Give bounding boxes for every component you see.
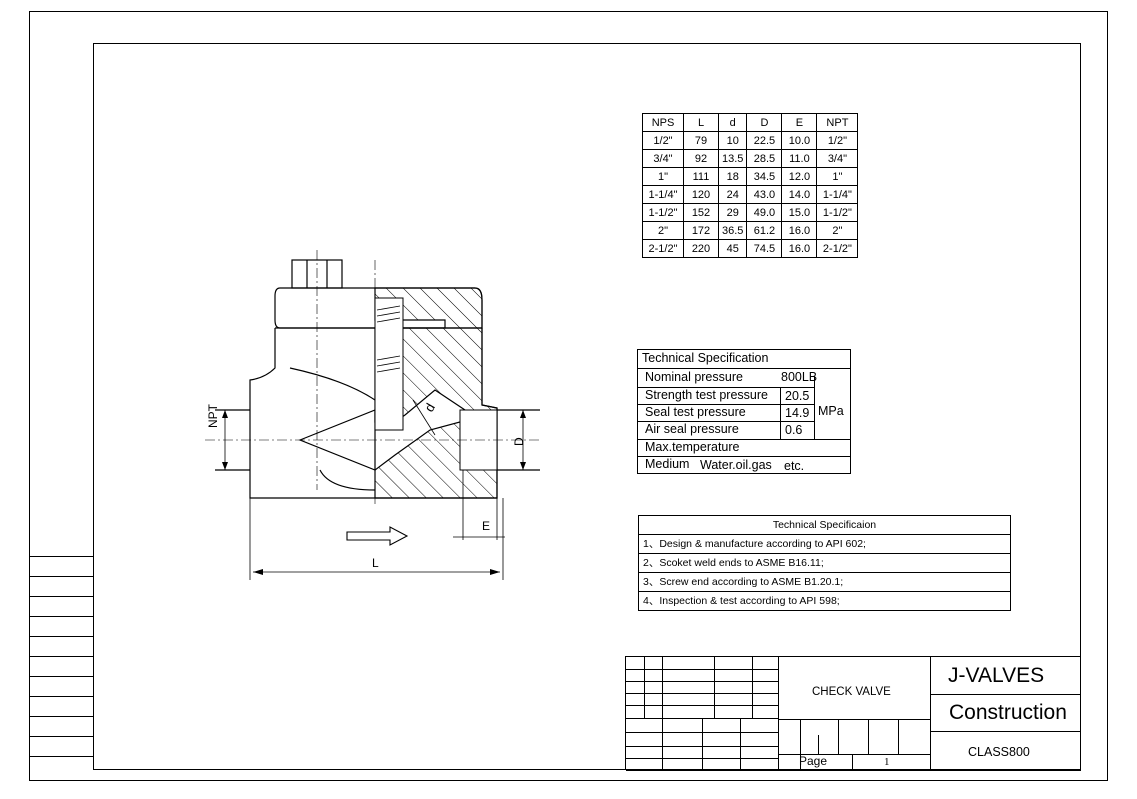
list-item: 1、Design & manufacture according to API …: [639, 535, 1010, 554]
strength-test-value: 20.5: [785, 389, 810, 403]
npt-label: NPT: [206, 404, 220, 428]
tech-spec-title: Technical Specification: [642, 351, 769, 365]
table-cell: 111: [683, 167, 719, 186]
flow-arrow-icon: [346, 526, 409, 546]
table-cell: 1/2": [642, 131, 684, 150]
table-cell: 220: [683, 239, 719, 258]
pressure-unit: MPa: [818, 404, 844, 418]
table-header: D: [746, 113, 783, 132]
table-cell: 1/2": [816, 131, 859, 150]
table-header: NPT: [816, 113, 859, 132]
table-cell: 16.0: [781, 221, 818, 240]
medium-label: Medium: [645, 457, 690, 471]
spec-row-nominal: Nominal pressure 800LB: [638, 369, 850, 388]
table-cell: 1-1/2": [816, 203, 859, 222]
table-cell: 45: [717, 239, 748, 258]
table-cell: 2": [642, 221, 684, 240]
list-item: 3、Screw end according to ASME B1.20.1;: [639, 573, 1010, 592]
outer-frame: [29, 11, 1108, 781]
table-cell: 11.0: [781, 149, 818, 168]
table-cell: 34.5: [746, 167, 783, 186]
seal-test-label: Seal test pressure: [645, 405, 746, 419]
table-cell: 172: [683, 221, 719, 240]
table-cell: 1": [816, 167, 859, 186]
table-header: d: [717, 113, 748, 132]
table-cell: 2-1/2": [816, 239, 859, 258]
table-cell: 79: [683, 131, 719, 150]
table-cell: 22.5: [746, 131, 783, 150]
table-cell: 120: [683, 185, 719, 204]
pressure-class: CLASS800: [968, 745, 1030, 759]
table-cell: 15.0: [781, 203, 818, 222]
table-cell: 3/4": [642, 149, 684, 168]
table-cell: 29: [717, 203, 748, 222]
tech-spec-title-row: Technical Specification: [638, 350, 850, 369]
max-temperature-label: Max.temperature: [645, 440, 740, 454]
list-item: 2、Scoket weld ends to ASME B16.11;: [639, 554, 1010, 573]
inner-frame: [93, 43, 1081, 770]
table-cell: 16.0: [781, 239, 818, 258]
seal-test-value: 14.9: [785, 406, 810, 420]
d-large-label: D: [512, 437, 526, 446]
table-header: NPS: [642, 113, 684, 132]
table-cell: 1": [642, 167, 684, 186]
table-cell: 1-1/4": [642, 185, 684, 204]
air-seal-value: 0.6: [785, 423, 803, 437]
table-cell: 1-1/4": [816, 185, 859, 204]
table-cell: 13.5: [717, 149, 748, 168]
table-cell: 3/4": [816, 149, 859, 168]
product-name: CHECK VALVE: [812, 686, 891, 698]
l-label: L: [372, 556, 379, 570]
table-cell: 18: [717, 167, 748, 186]
table-header: L: [683, 113, 719, 132]
nominal-pressure-label: Nominal pressure: [645, 370, 743, 384]
table-cell: 10.0: [781, 131, 818, 150]
table-cell: 36.5: [717, 221, 748, 240]
e-label: E: [482, 519, 491, 533]
strength-test-label: Strength test pressure: [645, 388, 768, 402]
table-header: E: [781, 113, 818, 132]
company-name: J-VALVES: [948, 664, 1045, 687]
air-seal-label: Air seal pressure: [645, 422, 739, 436]
medium-suffix: etc.: [784, 459, 805, 473]
nominal-pressure-value: 800LB: [781, 370, 818, 384]
page-number: 1: [884, 756, 890, 768]
table-cell: 2": [816, 221, 859, 240]
technical-notes-box: Technical Specificaion 1、Design & manufa…: [638, 515, 1011, 611]
title-block: CHECK VALVE J-VALVES Construction CLASS8…: [625, 656, 1081, 771]
notes-title: Technical Specificaion: [639, 516, 1010, 535]
table-cell: 92: [683, 149, 719, 168]
side-revision-strips: [29, 556, 93, 770]
table-cell: 24: [717, 185, 748, 204]
table-cell: 43.0: [746, 185, 783, 204]
page-label: Page: [799, 754, 828, 768]
table-cell: 28.5: [746, 149, 783, 168]
document-type: Construction: [949, 701, 1067, 724]
table-cell: 152: [683, 203, 719, 222]
table-cell: 74.5: [746, 239, 783, 258]
table-cell: 12.0: [781, 167, 818, 186]
table-cell: 61.2: [746, 221, 783, 240]
table-header-row: NPS L d D E NPT: [642, 113, 859, 132]
table-cell: 14.0: [781, 185, 818, 204]
tech-spec-box: Technical Specification Nominal pressure…: [637, 349, 851, 474]
table-cell: 2-1/2": [642, 239, 684, 258]
table-cell: 10: [717, 131, 748, 150]
table-cell: 49.0: [746, 203, 783, 222]
list-item: 4、Inspection & test according to API 598…: [643, 595, 840, 607]
table-cell: 1-1/2": [642, 203, 684, 222]
medium-value: Water.oil.gas: [700, 458, 772, 472]
check-valve-drawing: [205, 250, 540, 580]
